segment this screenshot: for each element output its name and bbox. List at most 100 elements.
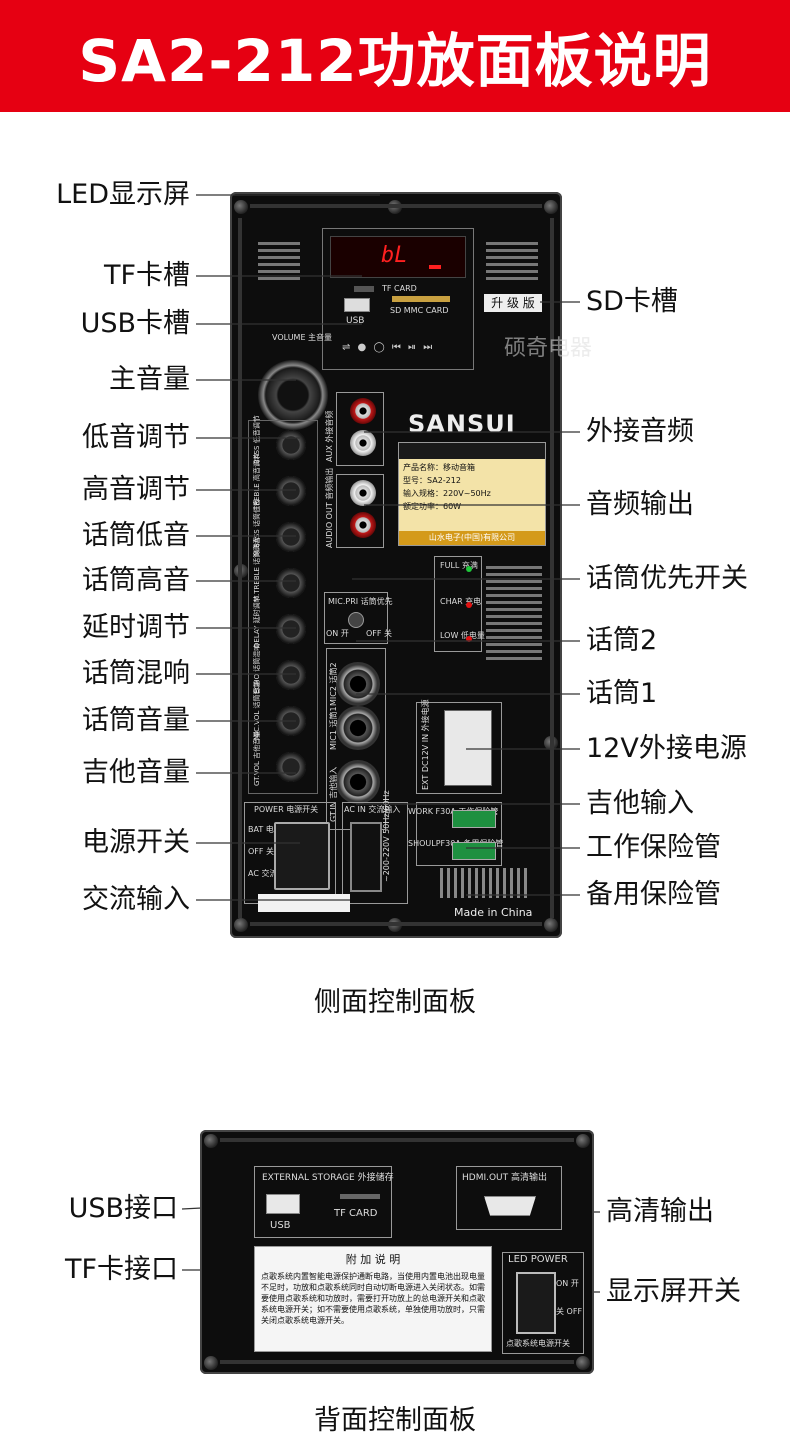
company-name: 山水电子(中国)有限公司 <box>399 531 545 545</box>
sd-card-label: SD MMC CARD <box>390 306 449 315</box>
watermark: 硕奇电器 <box>504 336 593 361</box>
sd-card-slot[interactable] <box>392 296 450 302</box>
side-left-callout: 主音量 <box>109 364 190 395</box>
mic2-jack[interactable] <box>336 662 380 706</box>
knob[interactable] <box>276 660 306 690</box>
led-power-note: 点歌系统电源开关 <box>506 1339 570 1348</box>
led-power-label: LED POWER <box>508 1254 568 1265</box>
spec-line: 型号：SA2-212 <box>403 476 461 485</box>
display-dots <box>429 265 441 269</box>
edge-rail <box>250 204 542 208</box>
low-led <box>466 636 472 642</box>
knob-column <box>248 420 318 794</box>
side-panel-caption: 侧面控制面板 <box>314 987 476 1018</box>
knob[interactable] <box>276 522 306 552</box>
side-right-callout: 吉他输入 <box>586 788 694 819</box>
mic-priority-switch[interactable] <box>348 612 364 628</box>
fuse-box <box>416 802 502 866</box>
back-panel-caption: 背面控制面板 <box>314 1405 476 1436</box>
back-usb-port[interactable] <box>266 1194 300 1214</box>
side-right-callout: 话筒1 <box>586 678 658 709</box>
knob[interactable] <box>276 430 306 460</box>
spec-line: 输入规格：220V~50Hz <box>403 489 491 498</box>
side-right-callout: 音频输出 <box>586 489 694 520</box>
hdmi-box <box>456 1166 562 1230</box>
tf-card-slot[interactable] <box>354 286 374 292</box>
ac-in-label: AC IN 交流输入 <box>344 805 401 814</box>
side-left-callout: USB卡槽 <box>80 308 190 339</box>
side-left-callout: 话筒混响 <box>82 658 190 689</box>
edge-rail <box>220 1138 574 1142</box>
note-title: 附 加 说 明 <box>345 1253 401 1266</box>
power-label: POWER 电源开关 <box>254 805 319 814</box>
display-readout: bL <box>381 243 408 268</box>
master-volume-knob[interactable] <box>258 360 328 430</box>
side-left-callout: 电源开关 <box>82 827 190 858</box>
usb-port[interactable] <box>344 298 370 312</box>
side-right-callout: 话筒优先开关 <box>586 563 748 594</box>
side-right-callout: 备用保险管 <box>586 879 721 910</box>
hdmi-port[interactable] <box>484 1196 536 1216</box>
mic-priority-label: MIC.PRI 话筒优先 <box>328 597 393 606</box>
audio-out-box <box>336 474 384 548</box>
page-title: SA2-212功放面板说明 <box>78 27 712 95</box>
audio-out-left-jack[interactable] <box>350 480 376 506</box>
led-off-label: 关 OFF <box>556 1307 583 1316</box>
back-control-panel: EXTERNAL STORAGE 外接储存 USB TF CARD HDMI.O… <box>200 1130 594 1374</box>
screw <box>204 1356 218 1370</box>
spec-line: 额定功率：60W <box>403 502 462 511</box>
back-left-callout: USB接口 <box>68 1193 178 1224</box>
upgrade-badge: 升 级 版 <box>484 294 542 312</box>
brand-logo: SANSUI <box>408 410 516 438</box>
aux-box <box>336 392 384 466</box>
mic-priority-box <box>324 592 388 644</box>
led-display: bL <box>330 236 466 278</box>
side-right-callout: 外接音频 <box>586 416 694 447</box>
mic1-jack[interactable] <box>336 706 380 750</box>
master-volume-label: VOLUME 主音量 <box>272 333 333 342</box>
vent-right <box>486 240 538 280</box>
spec-lines: 产品名称：移动音箱型号：SA2-212 输入规格：220V~50Hz 额定功率：60… <box>399 459 545 515</box>
side-left-callout: TF卡槽 <box>103 260 190 291</box>
back-right-callout: 高清输出 <box>606 1196 714 1227</box>
back-right-callout: 显示屏开关 <box>606 1276 741 1307</box>
barcode-sticker <box>258 894 350 912</box>
ext-dc-terminal[interactable] <box>444 710 492 786</box>
led-power-switch[interactable] <box>516 1272 556 1334</box>
ac-in-socket[interactable] <box>350 822 382 892</box>
knob[interactable] <box>276 476 306 506</box>
side-right-callout: 工作保险管 <box>586 832 721 863</box>
guitar-jack[interactable] <box>336 760 380 804</box>
side-left-callout: 交流输入 <box>82 884 190 915</box>
note-body: 点歌系统内置智能电源保护通断电路，当使用内置电池出现电量不足时，功放和点歌系统同… <box>261 1272 485 1325</box>
power-rocker-switch[interactable] <box>274 822 330 890</box>
screw <box>234 200 248 214</box>
char-led <box>466 602 472 608</box>
knob[interactable] <box>276 614 306 644</box>
aux-right-jack[interactable] <box>350 398 376 424</box>
header-banner: SA2-212功放面板说明 <box>0 0 790 112</box>
screw <box>204 1134 218 1148</box>
screw <box>576 1134 590 1148</box>
side-control-panel: bL TF CARD SD MMC CARD USB ⇌ ● ◯ ⏮ ⏯ ⏭ 升… <box>230 192 592 938</box>
knob[interactable] <box>276 568 306 598</box>
mic-priority-on: ON 开 <box>326 629 349 638</box>
ac-label: AC 交流 <box>248 869 278 878</box>
side-right-callout: 12V外接电源 <box>586 733 747 764</box>
spec-plate: 产品名称：移动音箱型号：SA2-212 输入规格：220V~50Hz 额定功率：60… <box>398 442 546 546</box>
note-box: 附 加 说 明 点歌系统内置智能电源保护通断电路，当使用内置电池出现电量不足时，… <box>254 1246 492 1352</box>
spare-fuse[interactable] <box>452 842 496 860</box>
aux-left-jack[interactable] <box>350 430 376 456</box>
power-off-label: OFF 关 <box>248 847 275 856</box>
control-buttons[interactable]: ⇌ ● ◯ ⏮ ⏯ ⏭ <box>342 342 435 353</box>
spec-line: 产品名称：移动音箱 <box>403 463 475 472</box>
made-in-label: Made in China <box>454 906 533 919</box>
bat-label: BAT 电池 <box>248 825 282 834</box>
back-tf-slot[interactable] <box>340 1194 380 1199</box>
work-fuse[interactable] <box>452 810 496 828</box>
hdmi-label: HDMI.OUT 高清输出 <box>462 1173 548 1183</box>
audio-out-right-jack[interactable] <box>350 512 376 538</box>
edge-rail <box>220 1360 574 1364</box>
spec-plate-header <box>399 443 545 459</box>
knob[interactable] <box>276 752 306 782</box>
